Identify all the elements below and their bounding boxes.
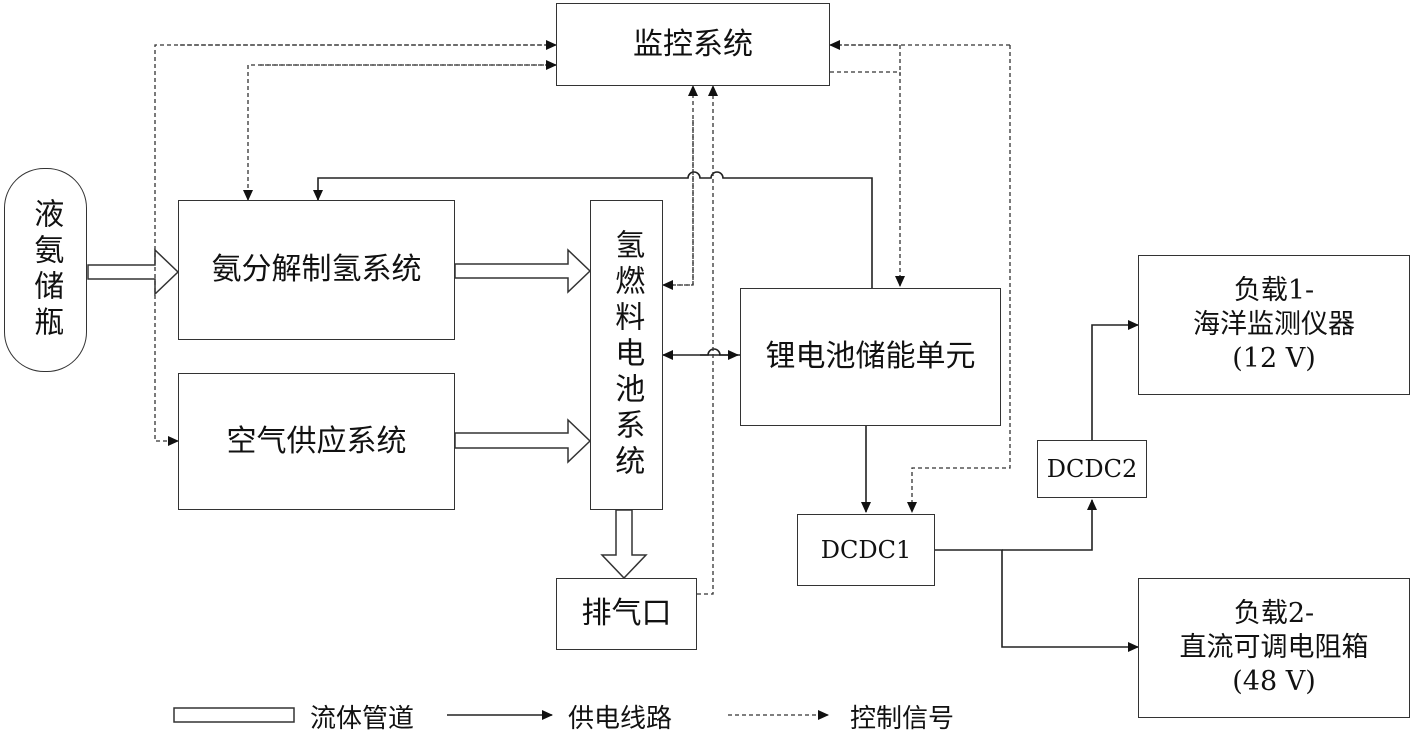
fuel-cell-label: 氢燃料电池系统: [609, 229, 645, 481]
battery-label: 锂电池储能单元: [765, 339, 976, 375]
ammonia-decomposition-label: 氨分解制氢系统: [211, 252, 422, 288]
ctrl-monitor-ammonia: [243, 64, 556, 201]
fuel-cell-box: 氢燃料电池系统: [590, 200, 663, 510]
ctrl-fuelcell-monitor: [663, 85, 698, 286]
load1-title: 负载1-: [1233, 275, 1315, 307]
ammonia-tank-box: 液氨储瓶: [4, 168, 87, 372]
power-lines: [313, 171, 1139, 652]
load1-box: 负载1- 海洋监测仪器 (12 V): [1138, 255, 1410, 395]
power-dcdc2-to-load1: [1091, 320, 1139, 440]
power-battery-fuelcell: [662, 348, 740, 360]
dcdc2-label: DCDC2: [1046, 455, 1138, 483]
dcdc1-box: DCDC1: [797, 514, 935, 586]
dcdc2-box: DCDC2: [1037, 440, 1147, 498]
legend-fluid-label: 流体管道: [310, 704, 415, 734]
power-dcdc1-to-load2: [935, 549, 1139, 652]
legend-control-label: 控制信号: [850, 704, 955, 734]
load1-name: 海洋监测仪器: [1193, 309, 1355, 341]
pipe-air-to-fuelcell: [454, 418, 592, 464]
pipe-tank-to-ammonia: [87, 248, 180, 296]
load2-title: 负载2-: [1233, 598, 1315, 630]
power-dcdc1-to-dcdc2: [1002, 499, 1097, 551]
battery-box: 锂电池储能单元: [740, 288, 1001, 426]
pipe-fuelcell-to-exhaust: [600, 509, 648, 580]
ammonia-tank-label: 液氨储瓶: [28, 198, 64, 342]
legend-fluid-symbol: [173, 707, 295, 723]
pipe-ammonia-to-fuelcell: [454, 248, 592, 294]
load2-voltage: (48 V): [1232, 665, 1316, 697]
ammonia-decomposition-box: 氨分解制氢系统: [178, 200, 455, 340]
legend-symbols: [173, 707, 829, 723]
load2-name: 直流可调电阻箱: [1179, 632, 1369, 664]
ctrl-exhaust-monitor: [697, 85, 718, 595]
power-battery-to-ammonia: [313, 171, 873, 288]
control-lines: [154, 40, 1011, 595]
air-supply-box: 空气供应系统: [178, 373, 455, 510]
load2-box: 负载2- 直流可调电阻箱 (48 V): [1138, 578, 1410, 718]
load1-voltage: (12 V): [1232, 342, 1316, 374]
air-supply-label: 空气供应系统: [226, 423, 407, 459]
monitor-system-box: 监控系统: [556, 3, 830, 86]
ctrl-monitor-battery: [830, 44, 901, 75]
ctrl-monitor-air: [154, 44, 556, 446]
legend-power-label: 供电线路: [568, 704, 673, 734]
exhaust-label: 排气口: [581, 596, 672, 632]
dcdc1-label: DCDC1: [820, 536, 912, 564]
exhaust-box: 排气口: [556, 578, 697, 650]
monitor-system-label: 监控系统: [633, 26, 753, 62]
